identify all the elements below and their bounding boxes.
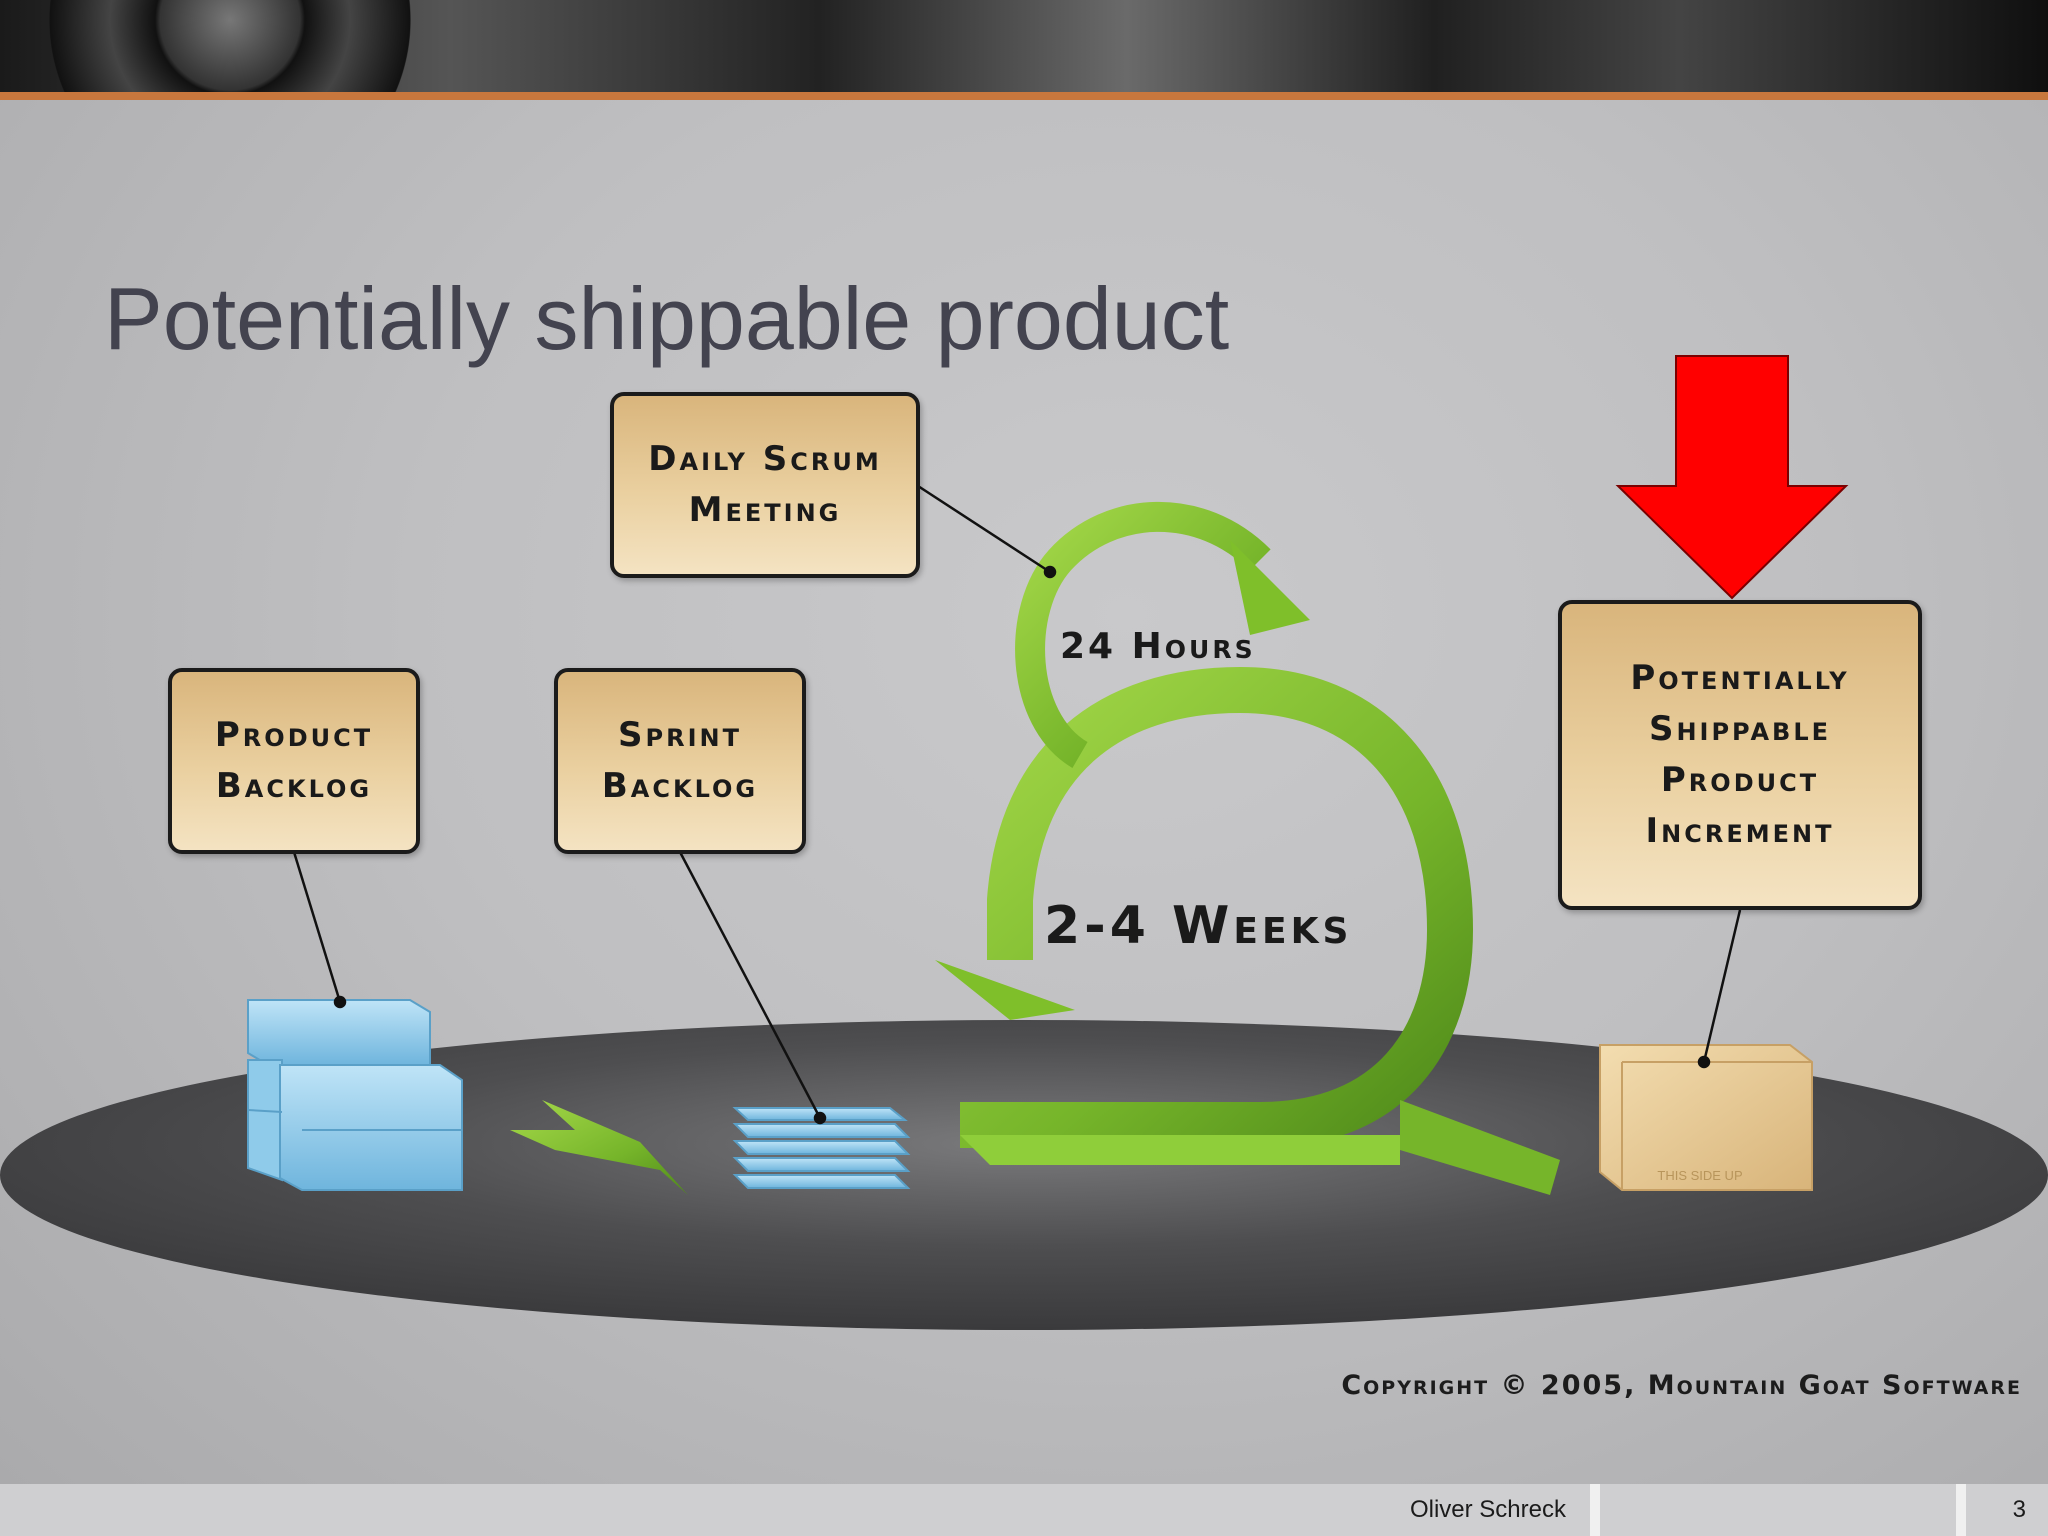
slide-footer: Oliver Schreck 3 [0, 1484, 2048, 1536]
platform-disk [0, 1020, 2048, 1330]
callout-daily-line [917, 484, 1051, 574]
footer-author: Oliver Schreck [1409, 1496, 1566, 1523]
box-text-line: Backlog [601, 766, 759, 806]
box-daily-scrum-meeting: Daily Scrum Meeting [610, 392, 920, 578]
shippable-box: THIS SIDE UP [1599, 1044, 1813, 1191]
box-text-line: Product [1660, 760, 1820, 800]
callout-increment-line [1702, 909, 1742, 1063]
daily-loop-arrow [1015, 501, 1310, 768]
flow-arrow-small [510, 1100, 688, 1195]
footer-divider [1956, 1484, 1966, 1536]
box-text-line: Product [214, 715, 374, 755]
callout-product-line [292, 851, 342, 1003]
box-text-line: Potentially [1630, 658, 1850, 698]
box-product-backlog: Product Backlog [168, 668, 420, 854]
box-sprint-backlog: Sprint Backlog [554, 668, 806, 854]
box-text-line: Shippable [1648, 709, 1832, 749]
slide-title: Potentially shippable product [104, 269, 1230, 368]
box-text-line: Backlog [215, 766, 373, 806]
callout-sprint-line [678, 851, 822, 1119]
box-text-line: Daily Scrum [648, 439, 882, 479]
sprint-backlog-sheets [732, 1107, 911, 1189]
header-accent-stripe [0, 92, 2048, 100]
box-text-line: Meeting [688, 490, 842, 530]
box-side-text: THIS SIDE UP [1657, 1168, 1742, 1183]
product-backlog-blocks [247, 999, 463, 1191]
box-text-line: Sprint [618, 715, 742, 755]
footer-divider [1590, 1484, 1600, 1536]
box-text-line: Increment [1645, 811, 1835, 851]
label-2-4-weeks: 2-4 Weeks [1044, 896, 1353, 956]
copyright-notice: Copyright © 2005, Mountain Goat Software [1341, 1370, 2022, 1401]
red-down-arrow [1615, 355, 1849, 600]
box-potentially-shippable-increment: Potentially Shippable Product Increment [1558, 600, 1922, 910]
label-24-hours: 24 Hours [1060, 626, 1256, 667]
footer-page-number: 3 [2012, 1496, 2026, 1523]
header-banner-image [0, 0, 2048, 92]
